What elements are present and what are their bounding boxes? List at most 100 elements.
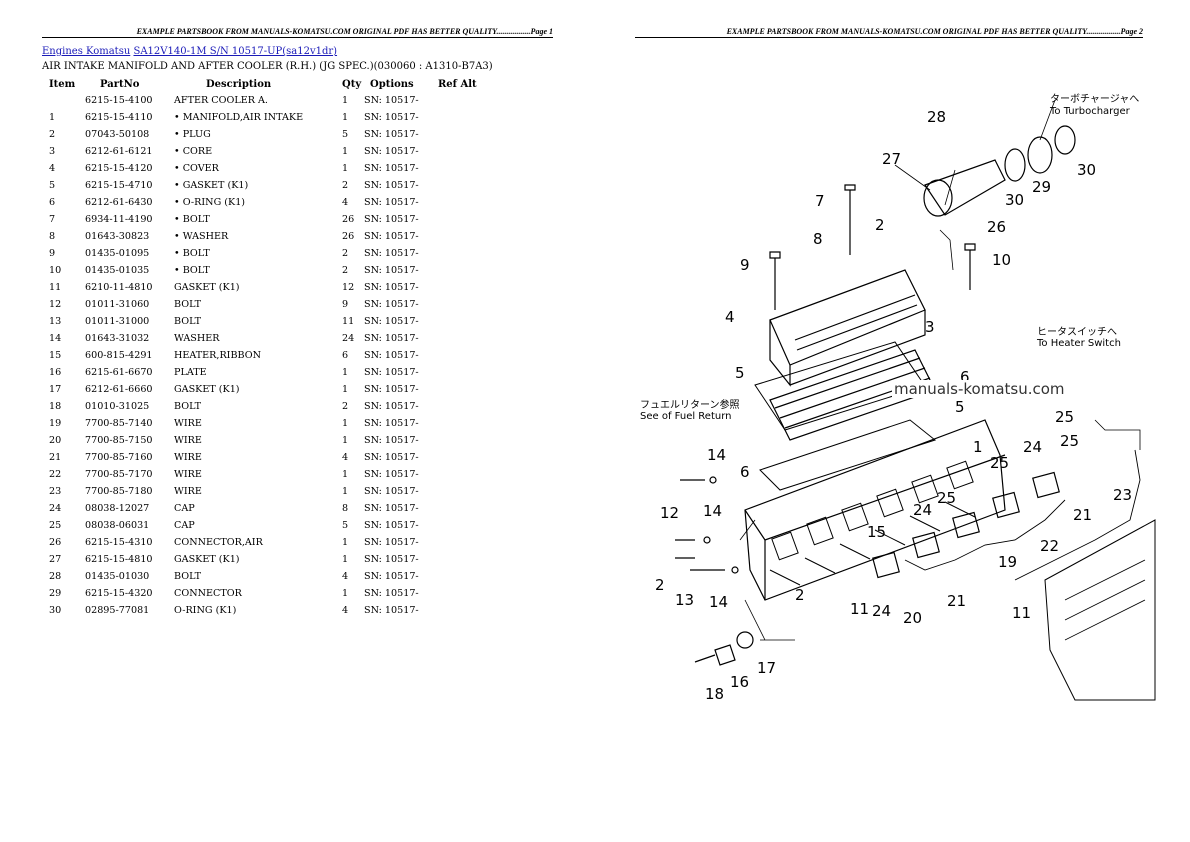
cell-qty: 1: [342, 486, 349, 497]
cell-qty: 1: [342, 367, 349, 378]
cell-qty: 1: [342, 554, 349, 565]
cell-item: 7: [49, 214, 56, 225]
cell-partno: 01011-31000: [85, 316, 150, 327]
cell-item: 25: [49, 520, 62, 531]
cell-qty: 2: [342, 265, 349, 276]
cell-qty: 4: [342, 571, 349, 582]
cell-description: BOLT: [174, 299, 202, 310]
cell-item: 18: [49, 401, 62, 412]
cell-refalt: [430, 432, 488, 449]
callout-28: 28: [927, 108, 946, 126]
cell-options: SN: 10517-: [364, 588, 419, 599]
cell-qty: 1: [342, 588, 349, 599]
cell-refalt: [430, 585, 488, 602]
callout-24b: 24: [913, 501, 932, 519]
cell-item: 21: [49, 452, 62, 463]
cell-description: • BOLT: [174, 248, 210, 259]
cell-refalt: [430, 602, 488, 619]
cell-description: AFTER COOLER A.: [174, 95, 268, 106]
note-heater-en: To Heater Switch: [1036, 338, 1121, 349]
cell-description: PLATE: [174, 367, 207, 378]
cell-refalt: [430, 381, 488, 398]
cell-options: SN: 10517-: [364, 316, 419, 327]
cell-description: • O-RING (K1): [174, 197, 246, 208]
cell-partno: 7700-85-7160: [85, 452, 153, 463]
cell-qty: 1: [342, 435, 349, 446]
cell-refalt: [430, 194, 488, 211]
cell-item: 10: [49, 265, 62, 276]
gasket-27-drawing: [923, 179, 953, 217]
callout-2c: 2: [655, 576, 665, 594]
cell-refalt: [430, 483, 488, 500]
callout-5: 5: [735, 364, 745, 382]
cell-partno: 01435-01030: [85, 571, 150, 582]
cell-description: GASKET (K1): [174, 384, 240, 395]
callout-6: 6: [960, 368, 970, 386]
connector-29-drawing: [1027, 136, 1053, 174]
cell-qty: 1: [342, 163, 349, 174]
callout-21: 21: [947, 592, 966, 610]
cell-item: 19: [49, 418, 62, 429]
cell-qty: 1: [342, 418, 349, 429]
breadcrumb-link-model[interactable]: SA12V140-1M S/N 10517-UP(sa12v1dr): [133, 46, 338, 57]
watermark: manuals-komatsu.com: [892, 380, 1067, 398]
callout-27: 27: [882, 150, 901, 168]
cell-description: CONNECTOR,AIR: [174, 537, 263, 548]
cell-options: SN: 10517-: [364, 163, 419, 174]
callout-3: 3: [925, 318, 935, 336]
cell-description: BOLT: [174, 401, 202, 412]
cell-partno: 600-815-4291: [85, 350, 153, 361]
left-page: EXAMPLE PARTSBOOK FROM MANUALS-KOMATSU.C…: [42, 27, 553, 619]
cell-partno: 7700-85-7140: [85, 418, 153, 429]
cell-partno: 6215-61-6670: [85, 367, 153, 378]
cell-refalt: [430, 330, 488, 347]
cell-description: • COVER: [174, 163, 219, 174]
bolt-10-drawing: [964, 243, 976, 290]
cell-description: • BOLT: [174, 265, 210, 276]
callout-25c: 25: [990, 454, 1009, 472]
callout-9: 9: [740, 256, 750, 274]
callout-25b: 25: [1060, 432, 1079, 450]
callout-17: 17: [757, 659, 776, 677]
callout-24: 24: [1023, 438, 1042, 456]
cell-refalt: [430, 568, 488, 585]
cell-refalt: [430, 279, 488, 296]
cell-options: SN: 10517-: [364, 95, 419, 106]
note-turbo-jp: ターボチャージャへ: [1050, 93, 1139, 105]
cell-options: SN: 10517-: [364, 248, 419, 259]
breadcrumb: Engines Komatsu SA12V140-1M S/N 10517-UP…: [42, 46, 337, 57]
cell-refalt: [430, 228, 488, 245]
cell-description: • WASHER: [174, 231, 229, 242]
cell-options: SN: 10517-: [364, 452, 419, 463]
cell-partno: 07043-50108: [85, 129, 150, 140]
cell-item: 29: [49, 588, 62, 599]
cell-description: • BOLT: [174, 214, 210, 225]
cell-qty: 12: [342, 282, 355, 293]
callout-10: 10: [992, 251, 1011, 269]
cell-refalt: [430, 296, 488, 313]
cell-item: 13: [49, 316, 62, 327]
plate-16-drawing: [694, 644, 736, 666]
bolts-12-13-drawing: [675, 479, 725, 571]
cell-partno: 6210-11-4810: [85, 282, 153, 293]
callout-7: 7: [815, 192, 825, 210]
breadcrumb-link-engines[interactable]: Engines Komatsu: [42, 46, 131, 57]
callout-numbers: 1 2 2 2 3 4 5 5 6 6 7 8 9 10 11 11 12 13…: [655, 108, 1132, 703]
cell-refalt: [430, 143, 488, 160]
cell-item: 14: [49, 333, 62, 344]
bolt-9-drawing: [769, 251, 781, 310]
cell-refalt: [430, 262, 488, 279]
cell-options: SN: 10517-: [364, 333, 419, 344]
